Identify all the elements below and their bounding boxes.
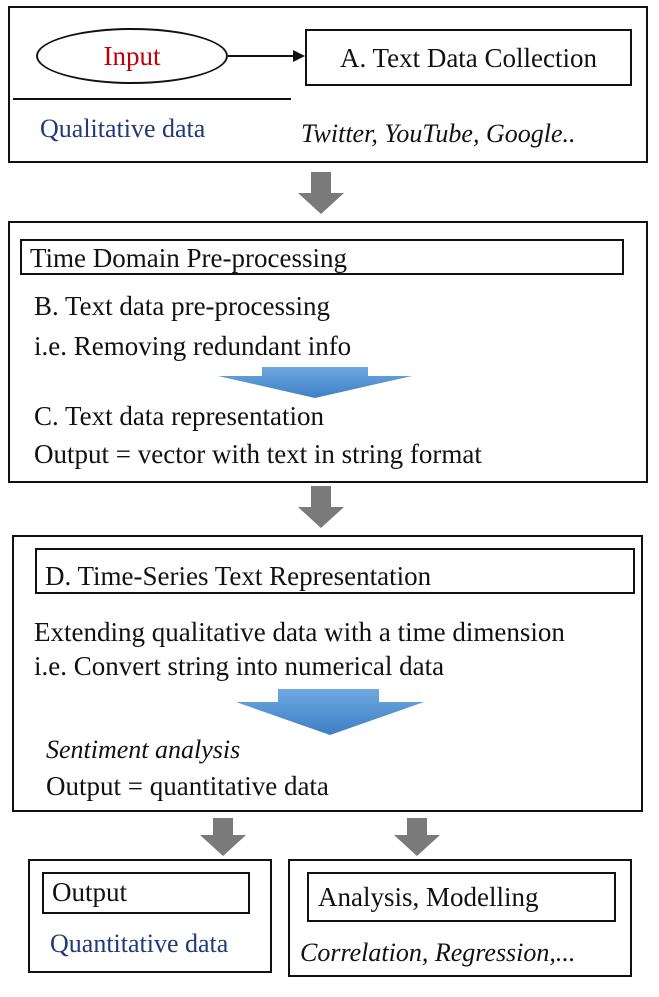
output-header-box [42,872,250,914]
c-title: C. Text data representation [34,401,325,431]
d-line-2: i.e. Convert string into numerical data [34,651,445,681]
connector-arrow-bc-to-d [298,486,344,528]
analysis-examples: Correlation, Regression,... [300,938,576,967]
input-label: Input [103,41,161,71]
input-to-collection-arrow [228,50,305,62]
text-data-collection-box [305,29,632,86]
connector-arrow-a-to-bc [298,172,344,214]
b-title: B. Text data pre-processing [34,291,331,321]
time-domain-header-box [20,239,624,275]
text-data-collection-title: A. Text Data Collection [339,43,598,73]
process-arrow-b-to-c [218,367,412,398]
connector-arrow-d-to-analysis [394,818,440,856]
process-arrow-d-to-sentiment [236,689,424,735]
time-domain-header: Time Domain Pre-processing [30,243,347,273]
output-header: Output [52,877,128,907]
b-detail: i.e. Removing redundant info [34,331,352,361]
d-output: Output = quantitative data [46,771,329,801]
analysis-header: Analysis, Modelling [318,882,539,912]
d-line-1: Extending qualitative data with a time d… [34,617,565,647]
quantitative-data-caption: Quantitative data [50,929,229,958]
sentiment-analysis: Sentiment analysis [46,735,241,764]
data-sources: Twitter, YouTube, Google.. [301,119,576,148]
separator-line [13,98,291,100]
time-series-header-box [35,548,635,594]
time-series-header: D. Time-Series Text Representation [45,561,432,591]
c-output: Output = vector with text in string form… [34,439,482,469]
analysis-header-box [307,872,616,922]
qualitative-data-caption: Qualitative data [40,114,206,143]
connector-arrow-d-to-output [200,818,246,856]
input-ellipse [36,28,228,84]
